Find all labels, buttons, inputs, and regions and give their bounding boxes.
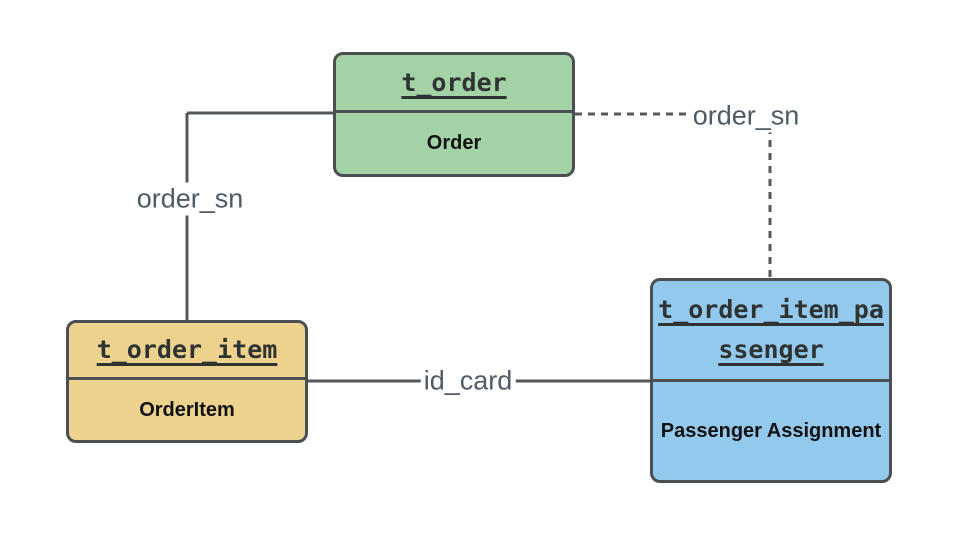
entity-t-order-item: t_order_item OrderItem	[66, 320, 308, 443]
edge-label-order-sn-left: order_sn	[133, 182, 247, 216]
entity-t-order-item-title: t_order_item	[69, 323, 305, 380]
edge-label-id-card: id_card	[420, 364, 516, 398]
entity-t-order-item-caption: OrderItem	[139, 398, 235, 421]
entity-t-order-caption: Order	[426, 132, 482, 154]
entity-t-order: t_order Order	[333, 52, 575, 177]
entity-t-order-item-passenger-title: t_order_item_passenger	[653, 281, 889, 382]
entity-t-order-item-passenger-caption: Passenger Assignment	[660, 419, 882, 442]
entity-t-order-item-passenger: t_order_item_passenger Passenger Assignm…	[650, 278, 892, 483]
edge-label-order-sn-right: order_sn	[689, 99, 803, 133]
entity-t-order-title: t_order	[336, 55, 572, 113]
